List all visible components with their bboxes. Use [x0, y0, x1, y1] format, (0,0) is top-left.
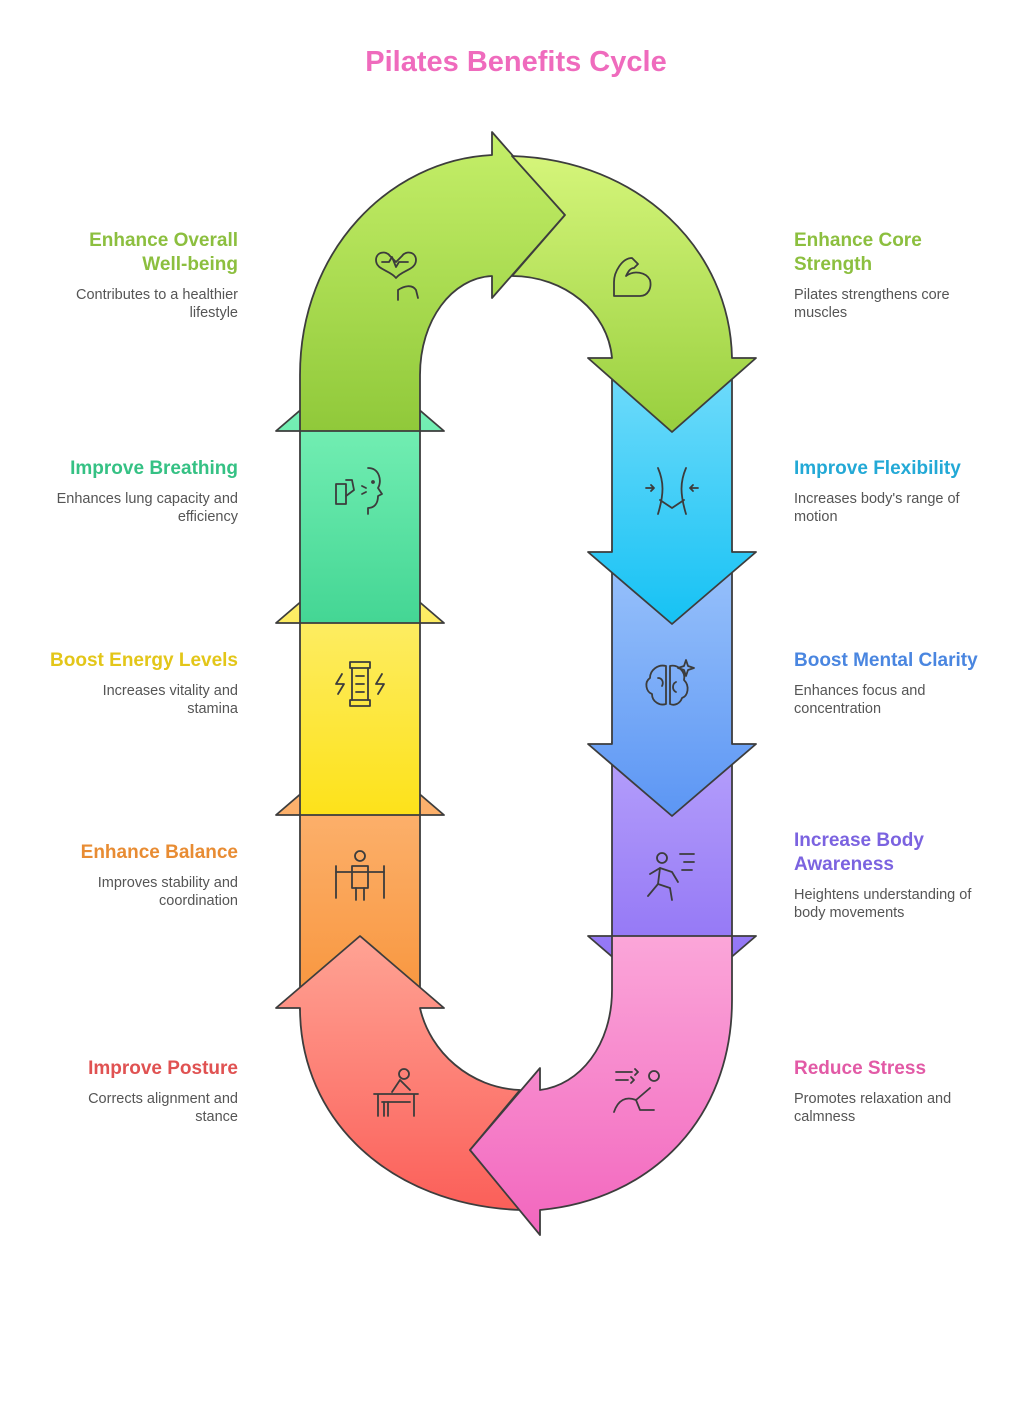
- step-description: Promotes relaxation and calmness: [794, 1091, 952, 1125]
- step-title: Enhance Overall Well-being: [89, 230, 238, 275]
- segment-improve-flexibility: [587, 357, 757, 625]
- segment-boost-mental-clarity: [587, 549, 757, 817]
- step-description: Contributes to a healthier lifestyle: [75, 287, 238, 321]
- page-title: Pilates Benefits Cycle: [365, 46, 667, 78]
- step-title: Reduce Stress: [794, 1058, 927, 1079]
- step-title: Boost Mental Clarity: [794, 650, 978, 671]
- step-description: Increases body's range of motion: [794, 491, 960, 525]
- step-improve-breathing: Improve Breathing Enhances lung capacity…: [38, 457, 238, 526]
- person-balance-bars-icon: [335, 850, 385, 901]
- heart-hand-icon: [375, 251, 419, 301]
- step-title: Improve Flexibility: [794, 458, 961, 479]
- step-boost-energy-levels: Boost Energy Levels Increases vitality a…: [38, 649, 238, 718]
- segment-reduce-stress: [469, 935, 733, 1236]
- battery-energy-icon: [335, 661, 385, 707]
- step-boost-mental-clarity: Boost Mental Clarity Enhances focus and …: [794, 649, 994, 718]
- step-enhance-core-strength: Enhance Core Strength Pilates strengthen…: [794, 229, 994, 322]
- step-description: Corrects alignment and stance: [88, 1091, 238, 1125]
- person-at-desk-icon: [373, 1068, 419, 1117]
- segment-improve-posture: [275, 935, 521, 1211]
- inhaler-face-icon: [335, 467, 383, 515]
- relaxing-person-icon: [613, 1068, 660, 1113]
- brain-sparkle-icon: [645, 659, 695, 706]
- flexed-arm-icon: [613, 257, 652, 297]
- step-description: Increases vitality and stamina: [102, 683, 238, 717]
- step-title: Enhance Core Strength: [794, 230, 922, 275]
- step-title: Boost Energy Levels: [50, 650, 238, 671]
- segment-enhance-core-strength: [511, 155, 757, 433]
- step-improve-posture: Improve Posture Corrects alignment and s…: [38, 1057, 238, 1126]
- step-description: Pilates strengthens core muscles: [794, 287, 950, 321]
- step-enhance-balance: Enhance Balance Improves stability and c…: [38, 841, 238, 910]
- step-description: Enhances focus and concentration: [794, 683, 926, 717]
- step-description: Enhances lung capacity and efficiency: [56, 491, 238, 525]
- step-title: Enhance Balance: [80, 842, 238, 863]
- step-improve-flexibility: Improve Flexibility Increases body's ran…: [794, 457, 994, 526]
- step-description: Heightens understanding of body movement…: [794, 887, 972, 921]
- waist-icon: [645, 467, 699, 515]
- step-title: Improve Breathing: [70, 458, 238, 479]
- step-description: Improves stability and coordination: [97, 875, 238, 909]
- step-title: Increase Body Awareness: [794, 830, 924, 875]
- step-reduce-stress: Reduce Stress Promotes relaxation and ca…: [794, 1057, 994, 1126]
- running-person-icon: [647, 852, 695, 901]
- step-increase-body-awareness: Increase Body Awareness Heightens unders…: [794, 829, 994, 922]
- step-title: Improve Posture: [88, 1058, 238, 1079]
- segment-enhance-overall-well-being: [299, 131, 566, 432]
- step-enhance-overall-well-being: Enhance Overall Well-being Contributes t…: [38, 229, 238, 322]
